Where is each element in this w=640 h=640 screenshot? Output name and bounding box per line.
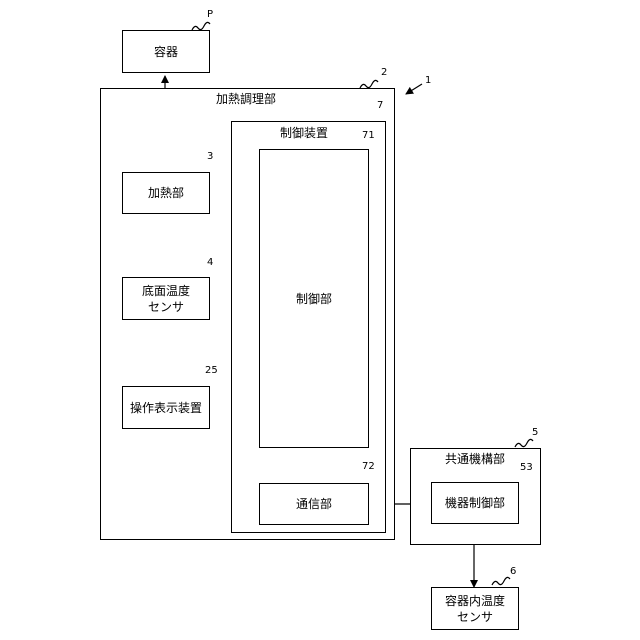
leader-2 [360, 80, 378, 88]
inner-sensor-line2: センサ [457, 609, 493, 625]
leader-5 [515, 439, 533, 447]
device-controller-label: 機器制御部 [445, 495, 505, 511]
control-device-label: 制御装置 [280, 125, 328, 141]
ref-bottom-sensor: 4 [207, 257, 213, 269]
communication-label: 通信部 [296, 496, 332, 512]
inner-sensor-line1: 容器内温度 [445, 593, 505, 609]
leader-P [192, 22, 210, 30]
bottom-sensor-line1: 底面温度 [142, 283, 190, 299]
ref-cooker: 2 [381, 67, 387, 79]
container-box: 容器 [122, 30, 210, 73]
container-label: 容器 [154, 44, 178, 60]
ref-shared-unit: 5 [532, 427, 538, 439]
arrow-system-pointer [406, 84, 422, 94]
inner-sensor-box: 容器内温度 センサ [431, 587, 519, 630]
bottom-sensor-box: 底面温度 センサ [122, 277, 210, 320]
heater-box: 加熱部 [122, 172, 210, 214]
ref-operation-display: 25 [205, 365, 218, 377]
controller-box: 制御部 [259, 149, 369, 448]
leader-6 [492, 577, 510, 585]
operation-display-box: 操作表示装置 [122, 386, 210, 429]
device-controller-box: 機器制御部 [431, 482, 519, 524]
ref-control-device: 7 [377, 100, 383, 112]
cooker-label: 加熱調理部 [216, 91, 276, 107]
controller-label: 制御部 [296, 291, 332, 307]
heater-label: 加熱部 [148, 185, 184, 201]
ref-controller: 71 [362, 130, 375, 142]
ref-communication: 72 [362, 461, 375, 473]
ref-heater: 3 [207, 151, 213, 163]
ref-device-controller: 53 [520, 462, 533, 474]
communication-box: 通信部 [259, 483, 369, 525]
ref-inner-sensor: 6 [510, 566, 516, 578]
shared-unit-label: 共通機構部 [445, 451, 505, 467]
operation-display-label: 操作表示装置 [130, 400, 202, 416]
bottom-sensor-line2: センサ [148, 299, 184, 315]
ref-P: P [207, 9, 213, 21]
ref-system: 1 [425, 75, 431, 87]
